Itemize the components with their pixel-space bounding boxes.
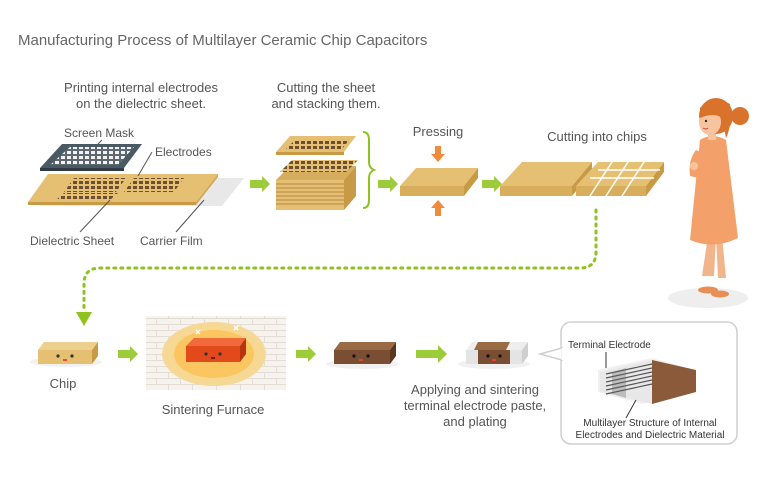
leader-lines <box>79 139 205 233</box>
page-title: Manufacturing Process of Multilayer Cera… <box>18 32 428 49</box>
step-cutting-label: Cutting into chips <box>547 129 647 144</box>
electrode-patterns <box>56 178 184 200</box>
sheet-stack <box>276 136 358 210</box>
carrier-film-label: Carrier Film <box>140 234 203 248</box>
dotted-flow-path <box>76 208 598 326</box>
chip-figure <box>30 342 102 367</box>
step-pressing-label: Pressing <box>412 124 464 139</box>
chip-label: Chip <box>49 376 77 391</box>
woman-figure <box>668 98 749 308</box>
electrodes-label: Electrodes <box>155 145 212 159</box>
fired-chip <box>326 342 398 369</box>
furnace <box>146 316 286 390</box>
sintering-label: Sintering Furnace <box>161 402 265 417</box>
pressed-block <box>400 168 478 196</box>
screen-mask-label: Screen Mask <box>64 126 135 140</box>
flow-arrows <box>118 176 502 363</box>
structure-callout <box>537 321 738 445</box>
stack-brace <box>362 131 377 209</box>
cut-chips <box>576 161 664 197</box>
terminated-chip <box>458 342 530 369</box>
dielectric-sheet-label: Dielectric Sheet <box>30 234 115 248</box>
press-arrows <box>431 146 445 216</box>
terminal-electrode-label: Terminal Electrode <box>568 340 651 351</box>
terminal-step-label: Applying and sintering terminal electrod… <box>403 382 547 429</box>
cut-block <box>500 162 592 196</box>
screen-mask <box>40 144 142 171</box>
